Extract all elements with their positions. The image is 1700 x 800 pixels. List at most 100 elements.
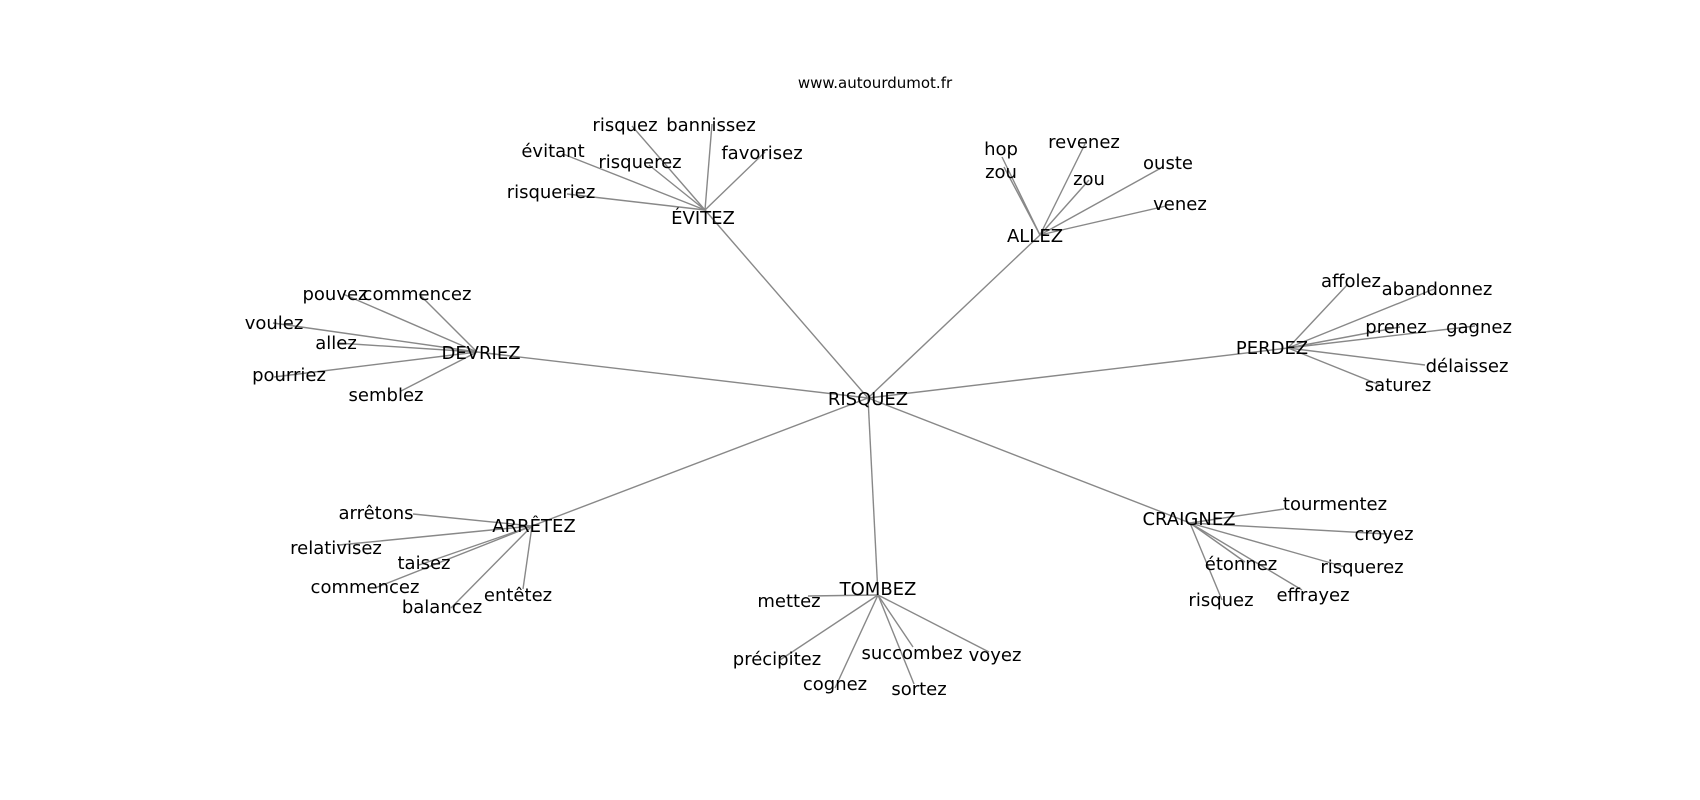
leaf-node-allez: venez: [1153, 194, 1207, 215]
leaf-node-perdez: saturez: [1365, 375, 1431, 396]
edge-craignez-1: [1189, 522, 1388, 535]
leaf-node-craignez: tourmentez: [1283, 494, 1387, 515]
leaf-node-craignez: effrayez: [1276, 585, 1349, 606]
leaf-node-perdez: délaissez: [1426, 356, 1509, 377]
edge-arretez-4: [450, 525, 533, 609]
edge-center-evitez: [704, 209, 869, 399]
edge-craignez-2: [1189, 522, 1246, 563]
edge-allez-4: [1039, 167, 1162, 236]
edge-devriez-0: [342, 293, 478, 353]
source-label: www.autourdumot.fr: [798, 74, 953, 92]
edge-perdez-1: [1287, 288, 1435, 349]
edge-devriez-4: [273, 351, 478, 378]
edge-allez-2: [1039, 143, 1086, 236]
edge-perdez-5: [1287, 347, 1381, 386]
leaf-node-evitez: bannissez: [666, 115, 756, 136]
edge-craignez-0: [1189, 508, 1285, 524]
hub-node-perdez: PERDEZ: [1236, 338, 1308, 359]
leaf-node-tombez: sortez: [891, 679, 946, 700]
edge-center-craignez: [867, 397, 1191, 524]
leaf-node-evitez: risqueriez: [507, 182, 596, 203]
leaf-node-arretez: relativisez: [290, 538, 382, 559]
leaf-node-perdez: gagnez: [1446, 317, 1512, 338]
edge-arretez-5: [522, 525, 533, 590]
leaf-node-devriez: pouvez: [302, 284, 367, 305]
leaf-node-arretez: taisez: [398, 553, 451, 574]
leaf-node-perdez: prenez: [1365, 317, 1426, 338]
edge-tombez-0: [807, 594, 879, 597]
edge-perdez-3: [1287, 325, 1476, 349]
edge-evitez-1: [704, 123, 713, 211]
edge-craignez-4: [1189, 522, 1303, 591]
edge-perdez-2: [1287, 326, 1401, 349]
hub-node-devriez: DEVRIEZ: [441, 343, 520, 364]
leaf-node-perdez: abandonnez: [1382, 279, 1493, 300]
edge-tombez-5: [877, 594, 915, 685]
leaf-node-allez: revenez: [1048, 132, 1120, 153]
edge-allez-5: [1039, 205, 1167, 236]
edge-evitez-5: [566, 193, 706, 211]
edge-devriez-5: [400, 351, 478, 392]
leaf-node-evitez: favorisez: [721, 143, 802, 164]
edge-devriez-3: [336, 342, 478, 353]
edge-center-allez: [867, 234, 1041, 399]
edge-arretez-1: [338, 525, 533, 546]
edge-tombez-3: [877, 594, 990, 653]
leaf-node-allez: zou: [1073, 169, 1105, 190]
edge-arretez-3: [374, 525, 533, 589]
edge-perdez-0: [1287, 283, 1349, 349]
center-node: RISQUEZ: [828, 389, 908, 410]
edge-tombez-1: [779, 594, 879, 661]
leaf-node-arretez: balancez: [402, 597, 482, 618]
edges: [272, 123, 1476, 689]
edge-tombez-2: [877, 594, 914, 648]
leaf-node-tombez: voyez: [969, 645, 1022, 666]
leaf-node-tombez: mettez: [757, 591, 820, 612]
leaf-node-craignez: risquerez: [1320, 557, 1403, 578]
leaf-node-devriez: semblez: [349, 385, 424, 406]
edge-allez-3: [1039, 179, 1090, 236]
edge-evitez-2: [562, 153, 706, 211]
edge-arretez-0: [412, 513, 533, 527]
edge-tombez-4: [834, 594, 879, 689]
leaf-node-evitez: évitant: [521, 141, 584, 162]
hub-node-tombez: TOMBEZ: [839, 579, 917, 600]
leaf-node-allez: hop: [984, 139, 1018, 160]
leaf-node-tombez: cognez: [803, 674, 867, 695]
edge-center-perdez: [867, 347, 1289, 399]
edge-center-tombez: [867, 397, 879, 596]
edge-craignez-3: [1189, 522, 1346, 568]
leaf-node-craignez: étonnez: [1205, 554, 1277, 575]
leaf-node-craignez: risquez: [1188, 590, 1253, 611]
leaf-node-perdez: affolez: [1321, 271, 1381, 292]
leaf-node-tombez: succombez: [861, 643, 962, 664]
hub-node-allez: ALLEZ: [1007, 226, 1063, 247]
leaf-node-devriez: pourriez: [252, 365, 326, 386]
hub-node-arretez: ARRÊTEZ: [492, 515, 575, 537]
edge-evitez-3: [648, 164, 706, 211]
leaf-node-evitez: risquerez: [598, 152, 681, 173]
leaf-node-tombez: précipitez: [733, 649, 821, 670]
edge-arretez-2: [418, 525, 533, 566]
leaf-node-arretez: entêtez: [484, 585, 552, 606]
edge-center-devriez: [476, 351, 869, 399]
edge-center-arretez: [531, 397, 869, 527]
hub-node-craignez: CRAIGNEZ: [1142, 509, 1235, 530]
edge-evitez-4: [704, 151, 766, 211]
leaf-node-devriez: commencez: [363, 284, 472, 305]
leaf-node-allez: zou: [985, 162, 1017, 183]
edge-perdez-4: [1287, 347, 1426, 366]
leaf-node-devriez: allez: [315, 333, 357, 354]
leaf-node-allez: ouste: [1143, 153, 1193, 174]
leaf-node-craignez: croyez: [1354, 524, 1413, 545]
leaf-node-evitez: risquez: [592, 115, 657, 136]
labels: RISQUEZ risquez bannissez évitant risquerez…: [245, 115, 1512, 700]
edge-devriez-1: [418, 293, 478, 353]
edge-devriez-2: [272, 322, 478, 353]
leaf-node-arretez: commencez: [311, 577, 420, 598]
leaf-node-arretez: arrêtons: [338, 503, 413, 524]
edge-evitez-0: [631, 125, 706, 211]
leaf-node-devriez: voulez: [245, 313, 304, 334]
edge-allez-1: [1003, 166, 1041, 236]
